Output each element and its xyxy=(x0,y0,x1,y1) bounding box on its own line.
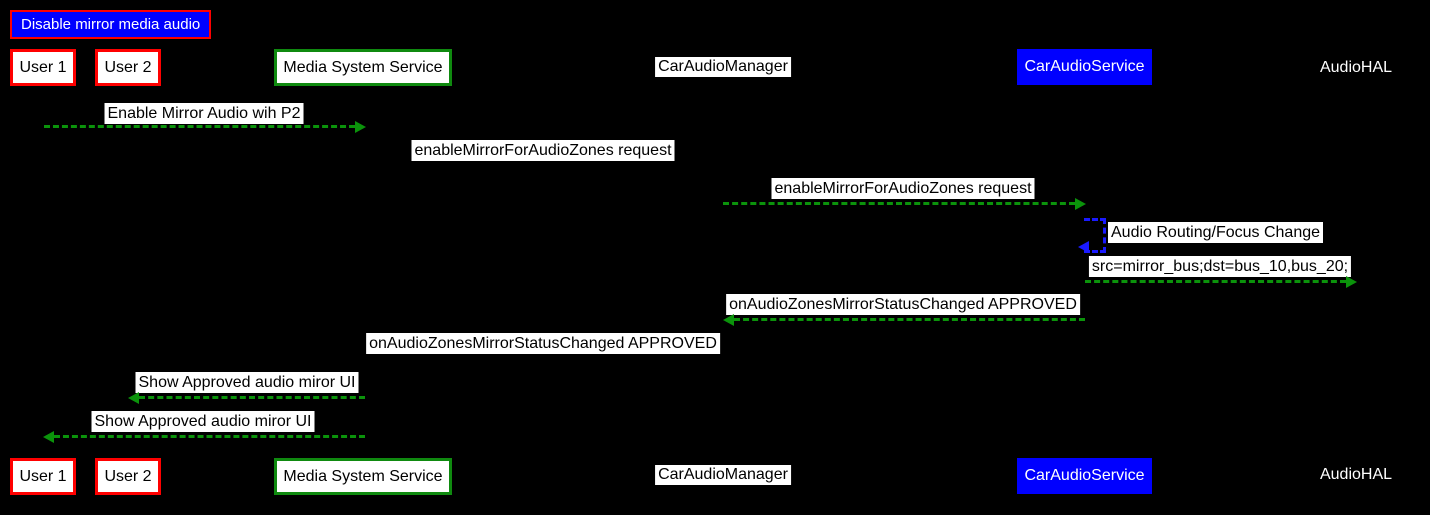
actor-audiohal-bottom: AudioHAL xyxy=(1319,466,1393,483)
actor-caraudiomanager-bottom: CarAudioManager xyxy=(655,465,791,485)
message-arrow-8 xyxy=(139,396,365,399)
arrowhead-left-icon xyxy=(43,431,54,443)
message-arrow-1 xyxy=(44,125,355,128)
message-label-5: src=mirror_bus;dst=bus_10,bus_20; xyxy=(1088,256,1352,277)
arrowhead-left-icon xyxy=(128,392,139,404)
actor-media-system-service-label: Media System Service xyxy=(283,58,443,76)
actor-user1-label: User 1 xyxy=(19,58,67,76)
actor-media-system-service-top: Media System Service xyxy=(274,49,452,86)
actor-user2-label: User 2 xyxy=(104,467,152,485)
actor-user2-label: User 2 xyxy=(104,58,152,76)
arrowhead-left-icon xyxy=(1078,241,1089,253)
message-arrow-6 xyxy=(734,318,1085,321)
arrowhead-right-icon xyxy=(355,121,366,133)
actor-caraudiomanager-top: CarAudioManager xyxy=(655,57,791,77)
actor-caraudioservice-label: CarAudioService xyxy=(1024,58,1145,75)
message-arrow-3 xyxy=(723,202,1075,205)
message-label-4: Audio Routing/Focus Change xyxy=(1108,222,1324,243)
message-arrow-9 xyxy=(54,435,365,438)
message-label-1: Enable Mirror Audio wih P2 xyxy=(104,103,304,124)
message-label-3: enableMirrorForAudioZones request xyxy=(771,178,1035,199)
message-label-2: enableMirrorForAudioZones request xyxy=(411,140,675,161)
diagram-title: Disable mirror media audio xyxy=(10,10,212,39)
actor-user2-top: User 2 xyxy=(95,49,161,86)
actor-user1-top: User 1 xyxy=(10,49,76,86)
message-label-9: Show Approved audio miror UI xyxy=(91,411,315,432)
actor-caraudioservice-bottom: CarAudioService xyxy=(1017,458,1152,494)
actor-media-system-service-bottom: Media System Service xyxy=(274,458,452,495)
actor-caraudioservice-label: CarAudioService xyxy=(1024,467,1145,484)
arrowhead-left-icon xyxy=(723,314,734,326)
actor-user1-label: User 1 xyxy=(19,467,67,485)
message-label-6: onAudioZonesMirrorStatusChanged APPROVED xyxy=(726,294,1080,315)
message-arrow-5 xyxy=(1085,280,1346,283)
arrowhead-right-icon xyxy=(1346,276,1357,288)
actor-caraudioservice-top: CarAudioService xyxy=(1017,49,1152,85)
actor-media-system-service-label: Media System Service xyxy=(283,467,443,485)
arrowhead-right-icon xyxy=(1075,198,1086,210)
self-loop-arrow xyxy=(1084,218,1106,253)
message-label-7: onAudioZonesMirrorStatusChanged APPROVED xyxy=(366,333,720,354)
actor-audiohal-top: AudioHAL xyxy=(1319,59,1393,76)
message-label-8: Show Approved audio miror UI xyxy=(135,372,359,393)
actor-user2-bottom: User 2 xyxy=(95,458,161,495)
actor-user1-bottom: User 1 xyxy=(10,458,76,495)
